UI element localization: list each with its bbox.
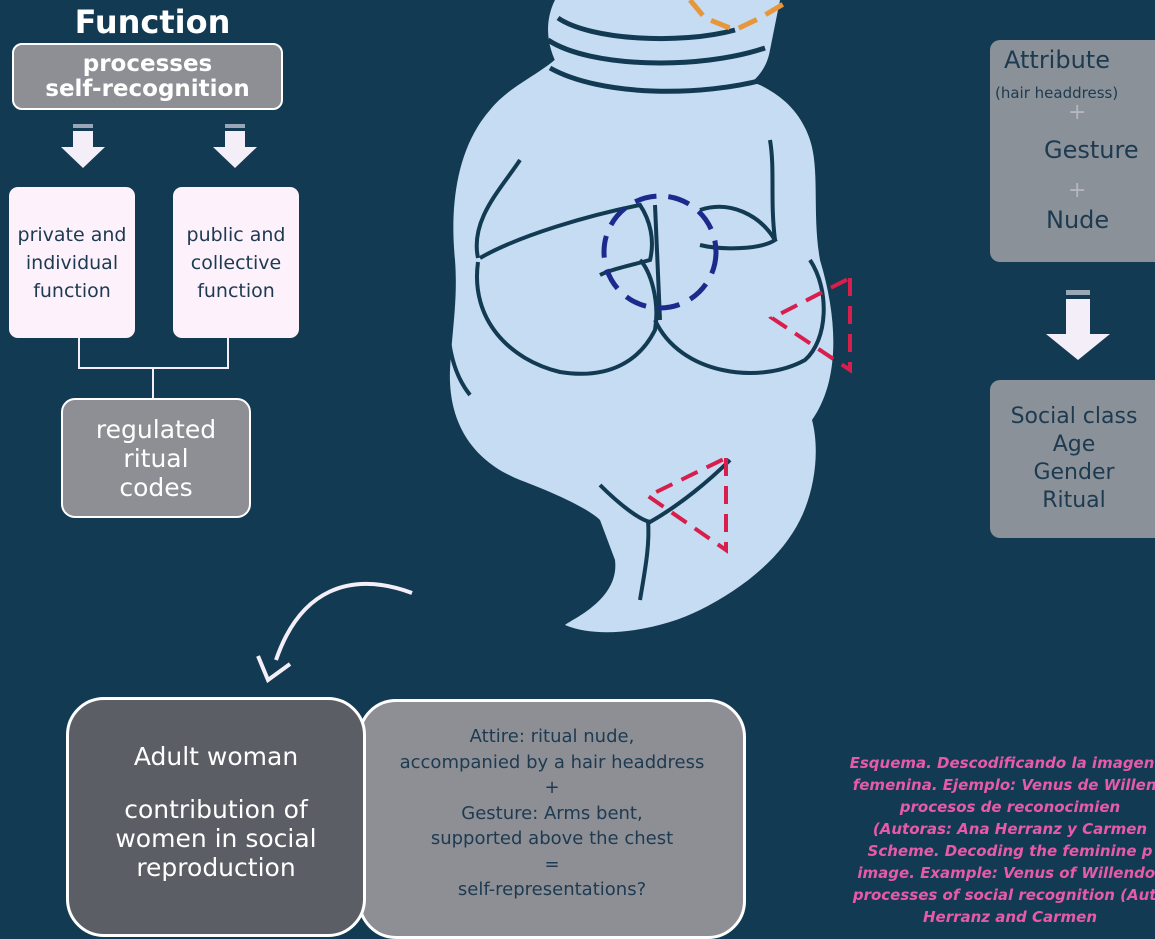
processes-line: self-recognition: [45, 77, 249, 102]
public-line: function: [197, 277, 275, 305]
arrow-down-icon-right: [1046, 290, 1110, 360]
function-title: Function: [0, 2, 305, 42]
processes-line: processes: [83, 52, 213, 77]
attire-line: +: [544, 775, 559, 801]
figure-caption: Esquema. Descodificando la imagen p feme…: [805, 752, 1155, 928]
regulated-line: regulated: [96, 415, 216, 444]
adult-woman-box: Adult woman contribution of women in soc…: [66, 697, 366, 937]
social-line: Gender: [990, 459, 1155, 487]
regulated-line: ritual: [123, 444, 188, 473]
attire-line: self-representations?: [458, 877, 646, 903]
caption-line: Scheme. Decoding the feminine p: [805, 840, 1155, 862]
caption-line: processes of social recognition (Auth: [805, 884, 1155, 906]
attire-line: accompanied by a hair headdress: [400, 750, 705, 776]
public-function-box: public and collective function: [173, 187, 299, 338]
adult-line: contribution of: [124, 795, 308, 824]
arrow-down-icon-private: [61, 124, 105, 168]
private-function-box: private and individual function: [9, 187, 135, 338]
processes-box: processes self-recognition: [12, 43, 283, 110]
attribute-note: (hair headdress): [995, 84, 1118, 102]
venus-figure: [448, 0, 833, 632]
gesture-label: Gesture: [1044, 136, 1139, 164]
caption-line: femenina. Ejemplo: Venus de Willend: [805, 774, 1155, 796]
attire-gesture-box: Attire: ritual nude, accompanied by a ha…: [358, 699, 746, 939]
social-categories-box: Social class Age Gender Ritual: [990, 380, 1155, 538]
caption-line: Esquema. Descodificando la imagen p: [805, 752, 1155, 774]
plus-sign: +: [1068, 178, 1086, 203]
public-line: public and: [187, 221, 286, 249]
merge-connector: [79, 338, 228, 398]
caption-line: procesos de reconocimien: [805, 796, 1155, 818]
attire-line: Gesture: Arms bent,: [461, 801, 642, 827]
private-line: function: [33, 277, 111, 305]
regulated-ritual-codes-box: regulated ritual codes: [61, 398, 251, 518]
private-line: individual: [26, 249, 118, 277]
attribute-label: Attribute: [1004, 46, 1110, 74]
curved-arrow-icon: [258, 584, 412, 680]
attire-line: supported above the chest: [431, 826, 673, 852]
arrow-down-icon-public: [213, 124, 257, 168]
caption-line: image. Example: Venus of Willendor: [805, 862, 1155, 884]
public-line: collective: [191, 249, 281, 277]
regulated-line: codes: [119, 473, 192, 502]
social-line: Social class: [990, 403, 1155, 431]
adult-line: women in social: [115, 824, 316, 853]
caption-line: (Autoras: Ana Herranz y Carmen: [805, 818, 1155, 840]
nude-label: Nude: [1046, 206, 1109, 234]
social-line: Ritual: [990, 487, 1155, 515]
adult-title: Adult woman: [134, 742, 298, 771]
plus-sign: +: [1068, 100, 1086, 125]
attire-line: Attire: ritual nude,: [470, 724, 635, 750]
adult-line: reproduction: [136, 853, 295, 882]
attire-line: =: [544, 852, 559, 878]
caption-line: Herranz and Carmen: [805, 906, 1155, 928]
attribute-gesture-nude-box: Attribute (hair headdress) + Gesture + N…: [990, 40, 1155, 262]
private-line: private and: [18, 221, 127, 249]
social-line: Age: [990, 431, 1155, 459]
